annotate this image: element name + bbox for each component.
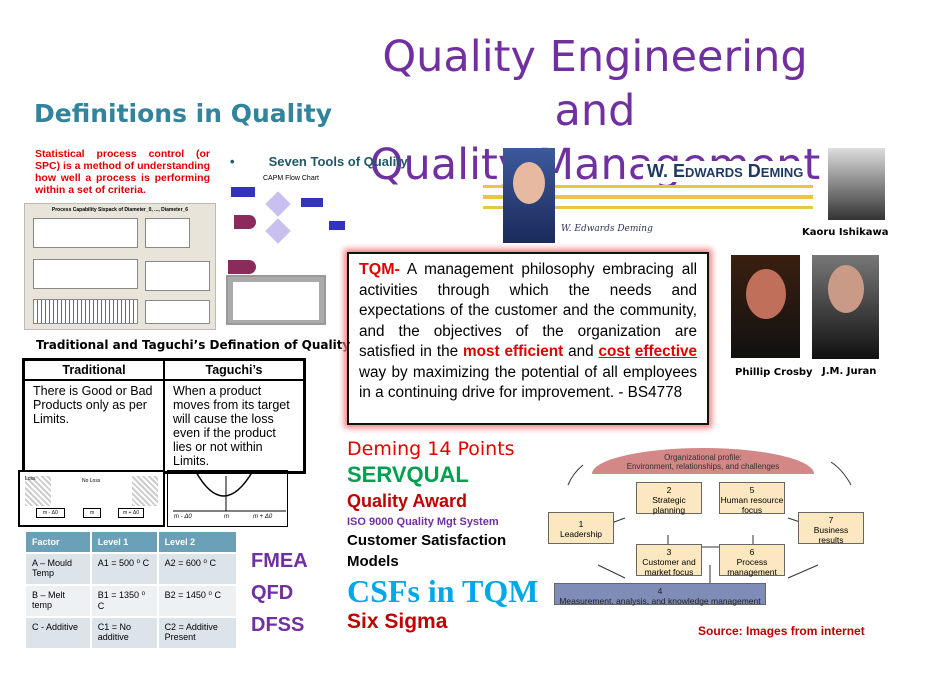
level1-header: Level 1: [91, 532, 157, 552]
crosby-caption: Phillip Crosby: [735, 367, 813, 378]
juran-photo: [812, 255, 879, 359]
topic-deming-14: Deming 14 Points: [347, 438, 515, 460]
deming-photo: [503, 148, 555, 243]
traditional-cell: There is Good or Bad Products only as pe…: [22, 379, 165, 474]
tqm-and: and: [563, 343, 599, 360]
seven-tools-label: Seven Tools of Quality: [268, 154, 408, 169]
target-label: m: [83, 508, 102, 518]
bullet: •: [230, 154, 235, 169]
cell: A2 = 600 ⁰ C: [158, 554, 236, 584]
spc-sixpack-image: Process Capability Sixpack of Diameter_0…: [24, 203, 216, 330]
step-loss-diagram: Loss No Loss m - Δ0 m m + Δ0: [18, 470, 165, 527]
deming-name: W. Edwards Deming: [643, 161, 808, 182]
topic-csfs-tqm: CSFs in TQM: [347, 573, 539, 609]
no-loss-label: No Loss: [82, 478, 101, 484]
header-traditional: Traditional: [22, 358, 165, 381]
cell: C2 = Additive Present: [158, 618, 236, 648]
ishikawa-caption: Kaoru Ishikawa: [802, 227, 889, 238]
box-leadership: 1 Leadership: [548, 512, 614, 544]
box-measurement: 4 Measurement, analysis, and knowledge m…: [554, 583, 766, 606]
box-process-mgmt: 6 Process management: [719, 544, 785, 577]
cell: B1 = 1350 ⁰ C: [91, 586, 157, 616]
tqm-cost: cost: [598, 343, 630, 360]
box-customer-focus: 3 Customer and market focus: [636, 544, 702, 577]
profile-line2: Environment, relationships, and challeng…: [626, 462, 780, 471]
traditional-heading: Traditional and Taguchi’s Defination of …: [36, 338, 351, 352]
deming-signature: W. Edwards Deming: [561, 224, 653, 234]
cell: B2 = 1450 ⁰ C: [158, 586, 236, 616]
capm-title: CAPM Flow Chart: [262, 175, 319, 182]
cell: C - Additive: [26, 618, 90, 648]
q-upper-label: m + Δ0: [253, 514, 273, 520]
tqm-effective: effective: [634, 343, 697, 360]
box-strategic-planning: 2 Strategic planning: [636, 482, 702, 515]
box-business-results: 7 Business results: [798, 512, 864, 545]
tqm-definition-box: TQM- A management philosophy embracing a…: [347, 252, 709, 425]
topic-iso-9000: ISO 9000 Quality Mgt System: [347, 516, 499, 528]
source-note: Source: Images from internet: [698, 624, 865, 638]
cell: A1 = 500 ⁰ C: [91, 554, 157, 584]
tool-qfd: QFD: [251, 582, 294, 604]
loss-label: Loss: [25, 476, 36, 482]
deming-banner: W. Edwards Deming W. Edwards Deming: [483, 147, 813, 247]
capm-flow-chart: CAPM Flow Chart: [226, 175, 346, 325]
quadratic-loss-diagram: m - Δ0 m m + Δ0: [167, 470, 288, 527]
taguchi-cell: When a product moves from its target wil…: [163, 379, 306, 474]
topics-list: Deming 14 Points SERVQUAL Quality Award …: [347, 437, 538, 634]
topic-csm-line2: Models: [347, 553, 399, 570]
tqm-label: TQM-: [359, 261, 400, 278]
ishikawa-photo: [828, 148, 885, 220]
tool-dfss: DFSS: [251, 614, 305, 636]
spc-image-title: Process Capability Sixpack of Diameter_0…: [51, 207, 189, 213]
tool-fmea: FMEA: [251, 550, 308, 572]
cell: A – Mould Temp: [26, 554, 90, 584]
crosby-photo: [731, 255, 800, 358]
spc-definition: Statistical process control (or SPC) is …: [35, 148, 211, 196]
cell: B – Melt temp: [26, 586, 90, 616]
title-line-1: Quality Engineering and: [382, 32, 808, 136]
juran-caption: J.M. Juran: [822, 366, 877, 377]
seven-tools-heading: • Seven Tools of Quality: [230, 154, 408, 169]
level2-header: Level 2: [158, 532, 236, 552]
lower-limit-label: m - Δ0: [36, 508, 65, 518]
tools-list: FMEA QFD DFSS: [251, 545, 308, 641]
definitions-heading: Definitions in Quality: [34, 99, 333, 128]
tqm-most-efficient: most efficient: [463, 343, 564, 360]
topic-quality-award: Quality Award: [347, 491, 468, 511]
upper-limit-label: m + Δ0: [118, 508, 144, 518]
profile-line1: Organizational profile:: [664, 453, 742, 462]
topic-six-sigma: Six Sigma: [347, 610, 448, 633]
cell: C1 = No additive: [91, 618, 157, 648]
topic-servqual: SERVQUAL: [347, 462, 469, 487]
q-target-label: m: [224, 514, 229, 520]
q-lower-label: m - Δ0: [174, 514, 192, 520]
tqm-text-end: way by maximizing the potential of all e…: [359, 363, 697, 402]
topic-csm-line1: Customer Satisfaction: [347, 532, 507, 549]
baldrige-framework-diagram: Organizational profile:Environment, rela…: [548, 440, 868, 610]
factor-header: Factor: [26, 532, 90, 552]
header-taguchi: Taguchi’s: [163, 358, 306, 381]
tqm-text: A management philosophy embracing all ac…: [359, 261, 697, 360]
box-hr-focus: 5 Human resource focus: [719, 482, 785, 515]
